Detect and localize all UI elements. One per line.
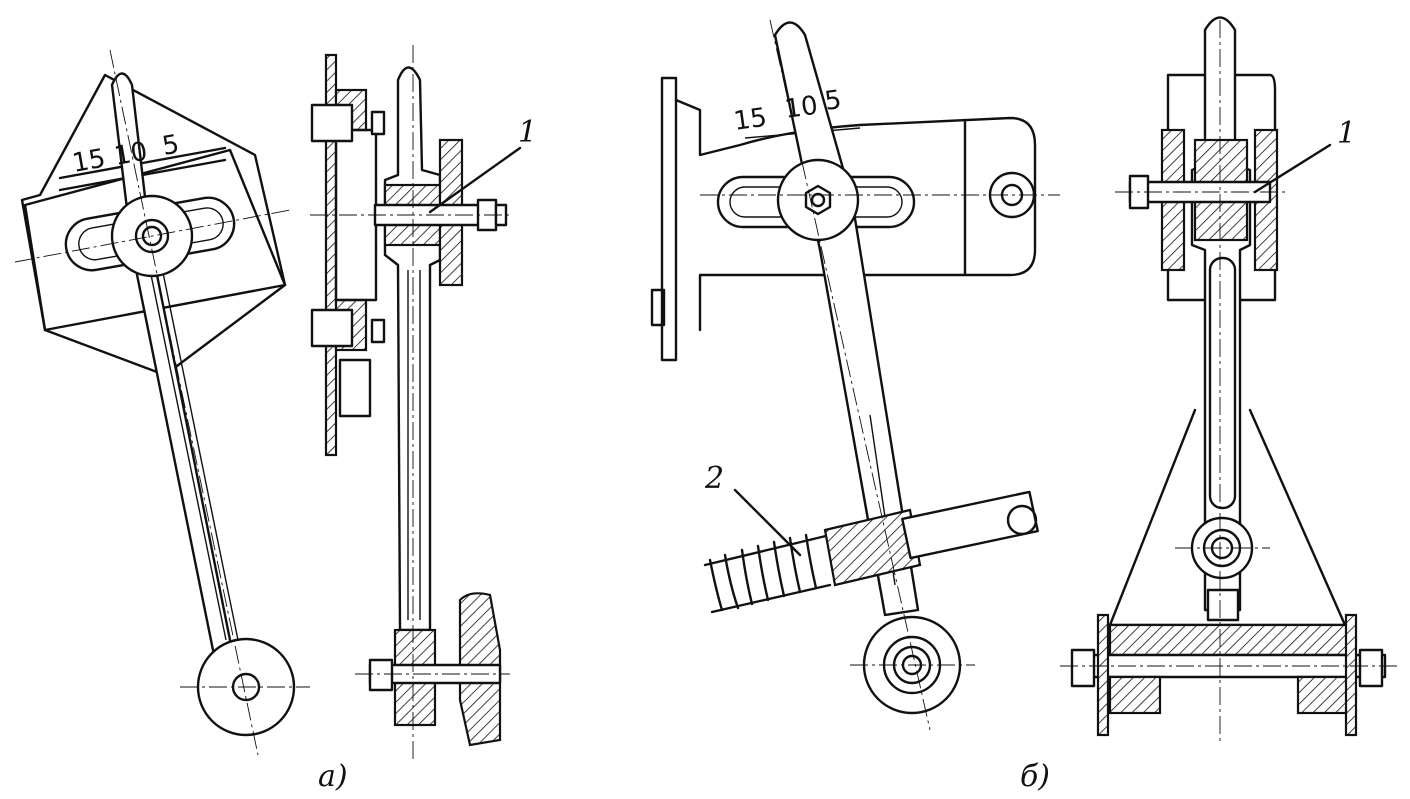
- bracket-b: [674, 98, 1037, 332]
- figure-b-side-section: 1: [1060, 16, 1400, 745]
- figure-b-front-view: 15 10 5 2: [650, 19, 1060, 731]
- scale-mark-15: 15: [70, 144, 108, 179]
- callout-1-b: 1: [1337, 116, 1356, 151]
- caption-a: а): [318, 759, 348, 794]
- scale-mark-10: 10: [112, 137, 150, 172]
- scale-mark-5-b: 5: [823, 85, 844, 117]
- caption-b: б): [1020, 759, 1050, 794]
- figure-a-side-section: 1: [310, 45, 537, 760]
- bracket-plate: [20, 73, 287, 377]
- scale-mark-5: 5: [160, 129, 182, 161]
- scale-mark-10-b: 10: [783, 91, 820, 125]
- lever-rod: [383, 66, 442, 632]
- figure-a-front-view: 15 10 5: [14, 49, 310, 756]
- callout-1-a: 1: [518, 115, 537, 150]
- scale-mark-15-b: 15: [732, 103, 769, 137]
- spring: [703, 533, 832, 614]
- callout-2-b: 2: [704, 461, 724, 496]
